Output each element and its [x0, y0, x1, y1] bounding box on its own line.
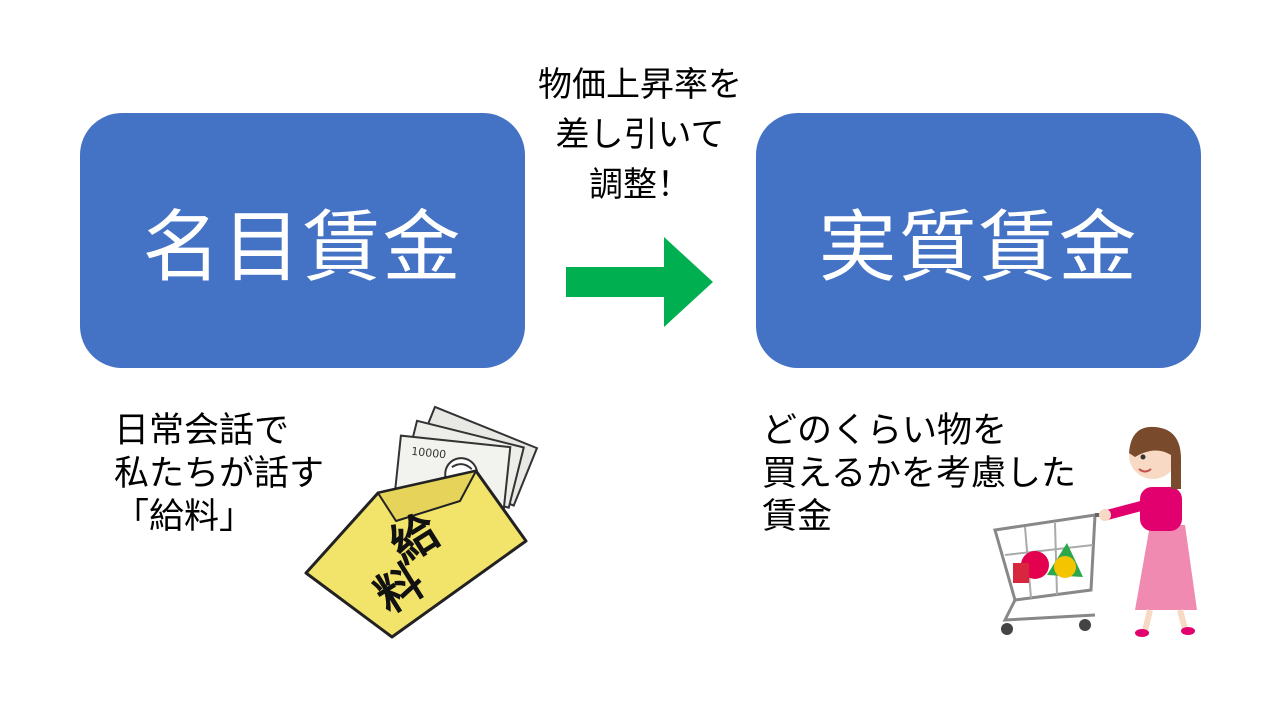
adjustment-line: 調整！: [589, 165, 691, 205]
adjustment-line: 物価上昇率を: [538, 65, 742, 105]
adjustment-note: 物価上昇率を 差し引いて 調整！: [505, 60, 775, 210]
nominal-wage-title: 名目賃金: [142, 202, 463, 293]
nominal-wage-description: 日常会話で 私たちが話す 「給料」: [114, 410, 324, 539]
nominal-wage-box: 名目賃金: [80, 113, 525, 368]
salary-envelope-icon: 10000 10000 10000 給 料: [304, 405, 539, 639]
description-line: 日常会話で: [114, 411, 290, 451]
description-line: 「給料」: [114, 497, 255, 537]
description-line: 賃金: [762, 497, 833, 537]
bill-value-text: 10000: [411, 445, 447, 462]
shopper-with-cart-icon: [993, 426, 1197, 637]
real-wage-box: 実質賃金: [756, 113, 1201, 368]
description-line: どのくらい物を: [762, 411, 1008, 451]
real-wage-title: 実質賃金: [818, 202, 1139, 293]
description-line: 買えるかを考慮した: [762, 454, 1076, 494]
adjustment-line: 差し引いて: [555, 115, 725, 155]
description-line: 私たちが話す: [114, 454, 325, 494]
right-arrow-icon: [566, 237, 713, 327]
real-wage-description: どのくらい物を 買えるかを考慮した 賃金: [762, 410, 1076, 539]
